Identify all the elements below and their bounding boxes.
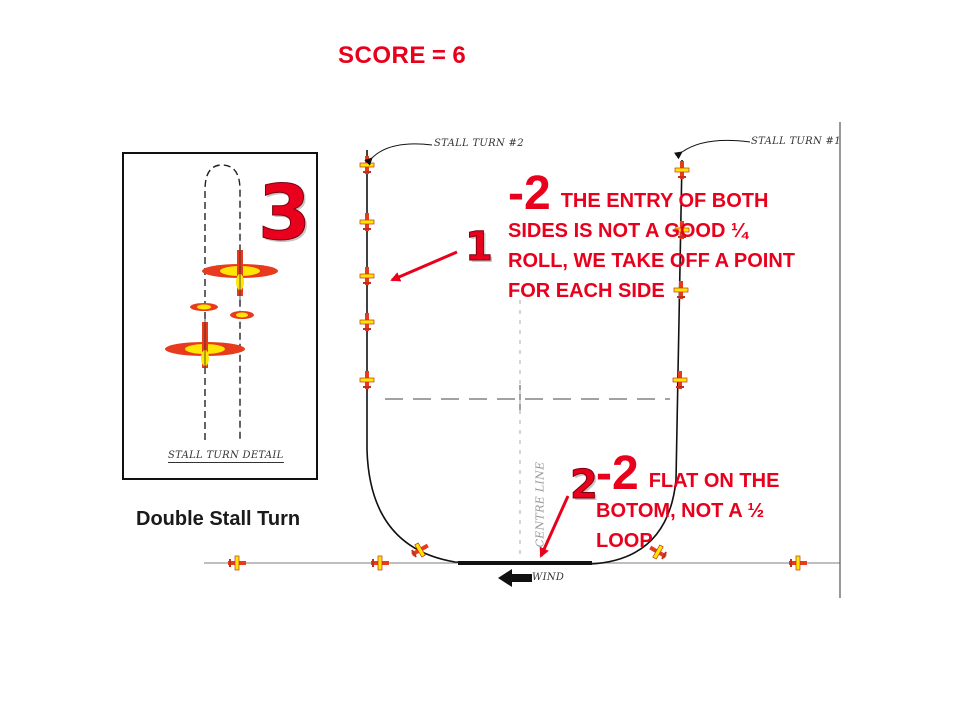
plane-icon [359,212,375,232]
stall-turn-2-leader [364,143,433,166]
wind-label: WIND [532,572,565,583]
marker-2: 2 [570,462,599,509]
plane-icon [370,555,390,571]
score-equals: = [431,42,447,69]
wind-arrow-icon [498,569,532,587]
plane-icon [359,266,375,286]
note-flat-bottom-text: FLAT ON THE BOTOM, NOT A ½ LOOP [596,470,780,552]
note-flat-bottom-deduction: -2 [596,447,639,500]
note-roll-entry-deduction: -2 [508,167,551,220]
flight-path [366,150,683,565]
score-label: SCORE [338,42,426,69]
stall-turn-detail-label: STALL TURN DETAIL [168,450,284,463]
plane-icon [190,303,218,311]
marker-1: 1 [465,224,494,271]
stall-turn-1-leader [673,139,751,160]
plane-icon [408,538,432,562]
plane-icon [202,244,278,300]
score-heading: SCORE=6 [338,42,466,70]
stall-turn-detail-box [122,152,318,480]
arrow-icon [539,495,570,558]
plane-icon [359,370,375,390]
plane-icon [359,312,375,332]
diagram-caption: Double Stall Turn [136,508,301,530]
plane-icon [672,370,688,390]
plane-icon [230,311,254,319]
score-value: 6 [452,42,467,69]
stall-turn-1-label: STALL TURN #1 [751,136,841,147]
plane-icon [227,555,247,571]
stall-turn-2-label: STALL TURN #2 [434,138,524,149]
plane-icon [788,555,808,571]
plane-icon [165,318,245,372]
arrow-icon [390,250,458,282]
centreline-label: CENTRE LINE [533,461,547,548]
plane-icon [359,155,375,175]
marker-3: 3 [258,168,312,258]
detail-path [204,164,241,440]
note-roll-entry-text: THE ENTRY OF BOTH SIDES IS NOT A GOOD ¼ … [508,190,796,302]
